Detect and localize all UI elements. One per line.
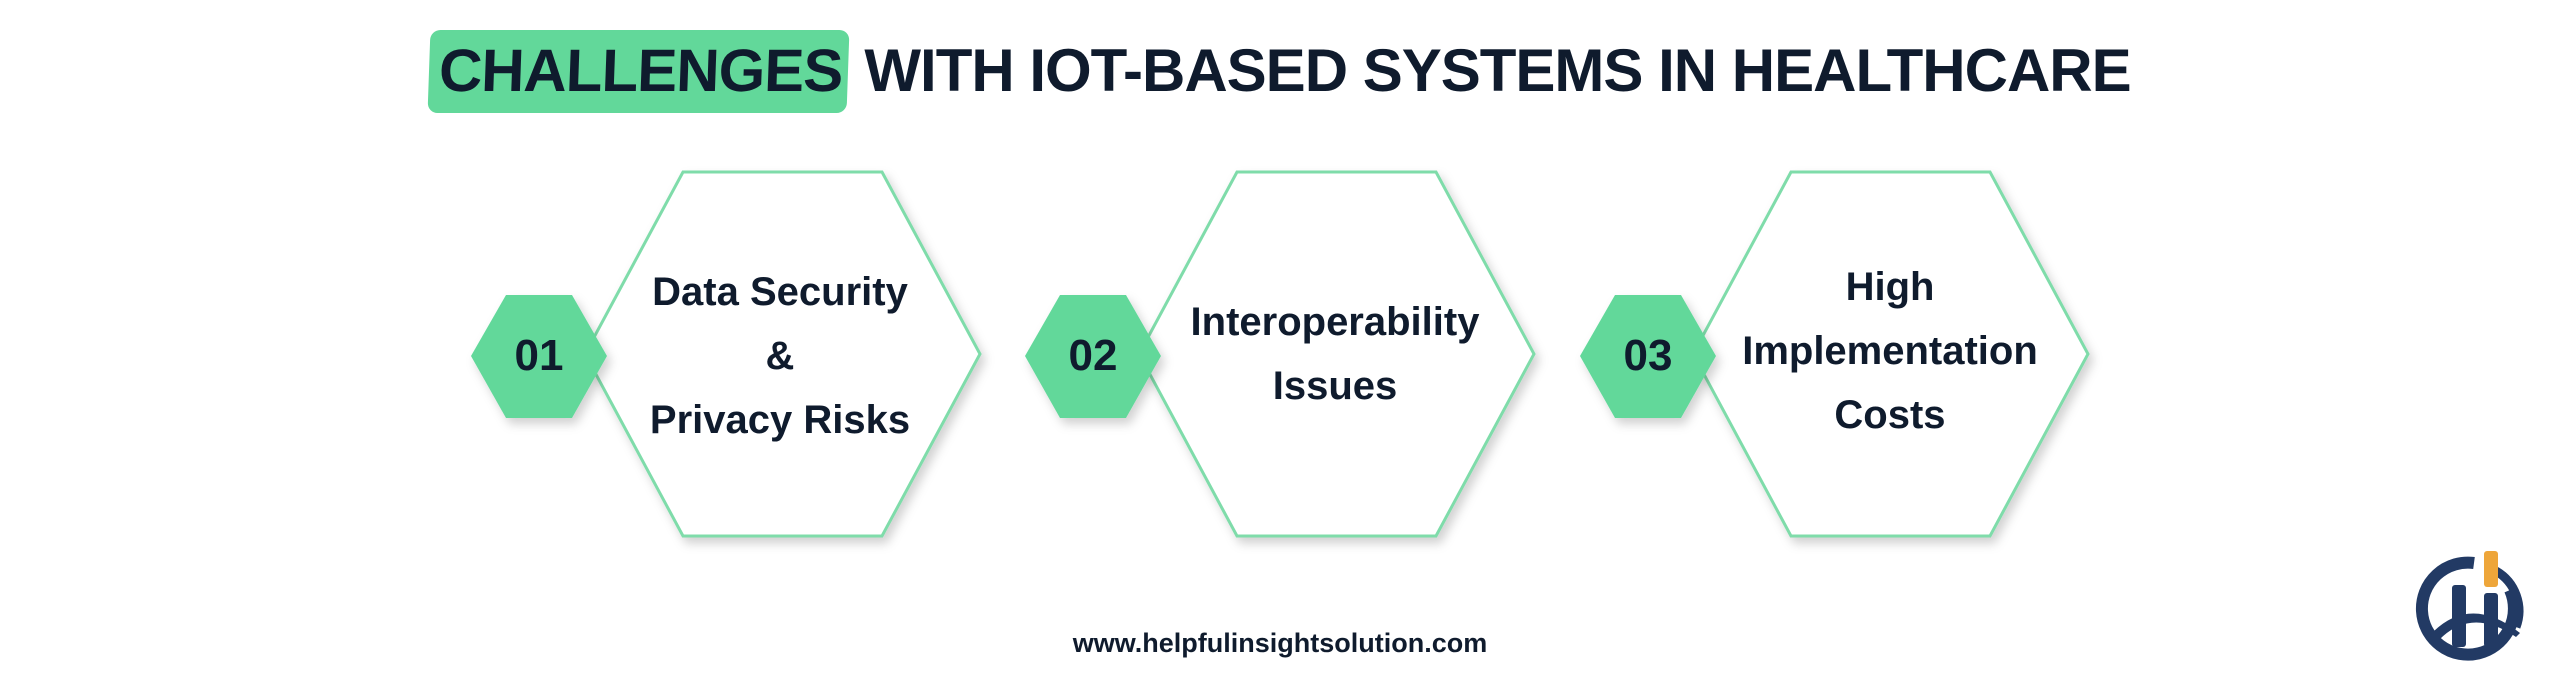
challenge-label: Interoperability Issues bbox=[1150, 290, 1520, 418]
website-url[interactable]: www.helpfulinsightsolution.com bbox=[1072, 628, 1488, 658]
hexagon-2 bbox=[1025, 170, 1536, 538]
number-badge-1 bbox=[471, 295, 607, 418]
page-title: CHALLENGES WITH IOT-BASED SYSTEMS IN HEA… bbox=[0, 30, 2560, 113]
challenge-number: 03 bbox=[1623, 331, 1673, 380]
number-badge-3 bbox=[1580, 295, 1716, 418]
challenge-number: 02 bbox=[1068, 331, 1118, 380]
label-line: & bbox=[765, 334, 795, 378]
hexagon-1 bbox=[471, 170, 982, 538]
hexagon-3 bbox=[1580, 170, 2090, 538]
label-line: Issues bbox=[1272, 364, 1398, 408]
label-line: Privacy Risks bbox=[649, 398, 911, 442]
title-rest: WITH IOT-BASED SYSTEMS IN HEALTHCARE bbox=[848, 37, 2131, 104]
label-line: High bbox=[1845, 265, 1935, 309]
label-line: Data Security bbox=[652, 270, 908, 314]
challenge-number: 01 bbox=[514, 331, 564, 380]
challenge-label: Data Security & Privacy Risks bbox=[600, 260, 960, 452]
label-line: Interoperability bbox=[1190, 300, 1480, 344]
number-badge-2 bbox=[1025, 295, 1161, 418]
hi-logo-icon bbox=[2415, 551, 2524, 661]
challenge-label: High Implementation Costs bbox=[1705, 255, 2075, 447]
label-line: Implementation bbox=[1742, 329, 2038, 373]
label-line: Costs bbox=[1834, 393, 1946, 437]
